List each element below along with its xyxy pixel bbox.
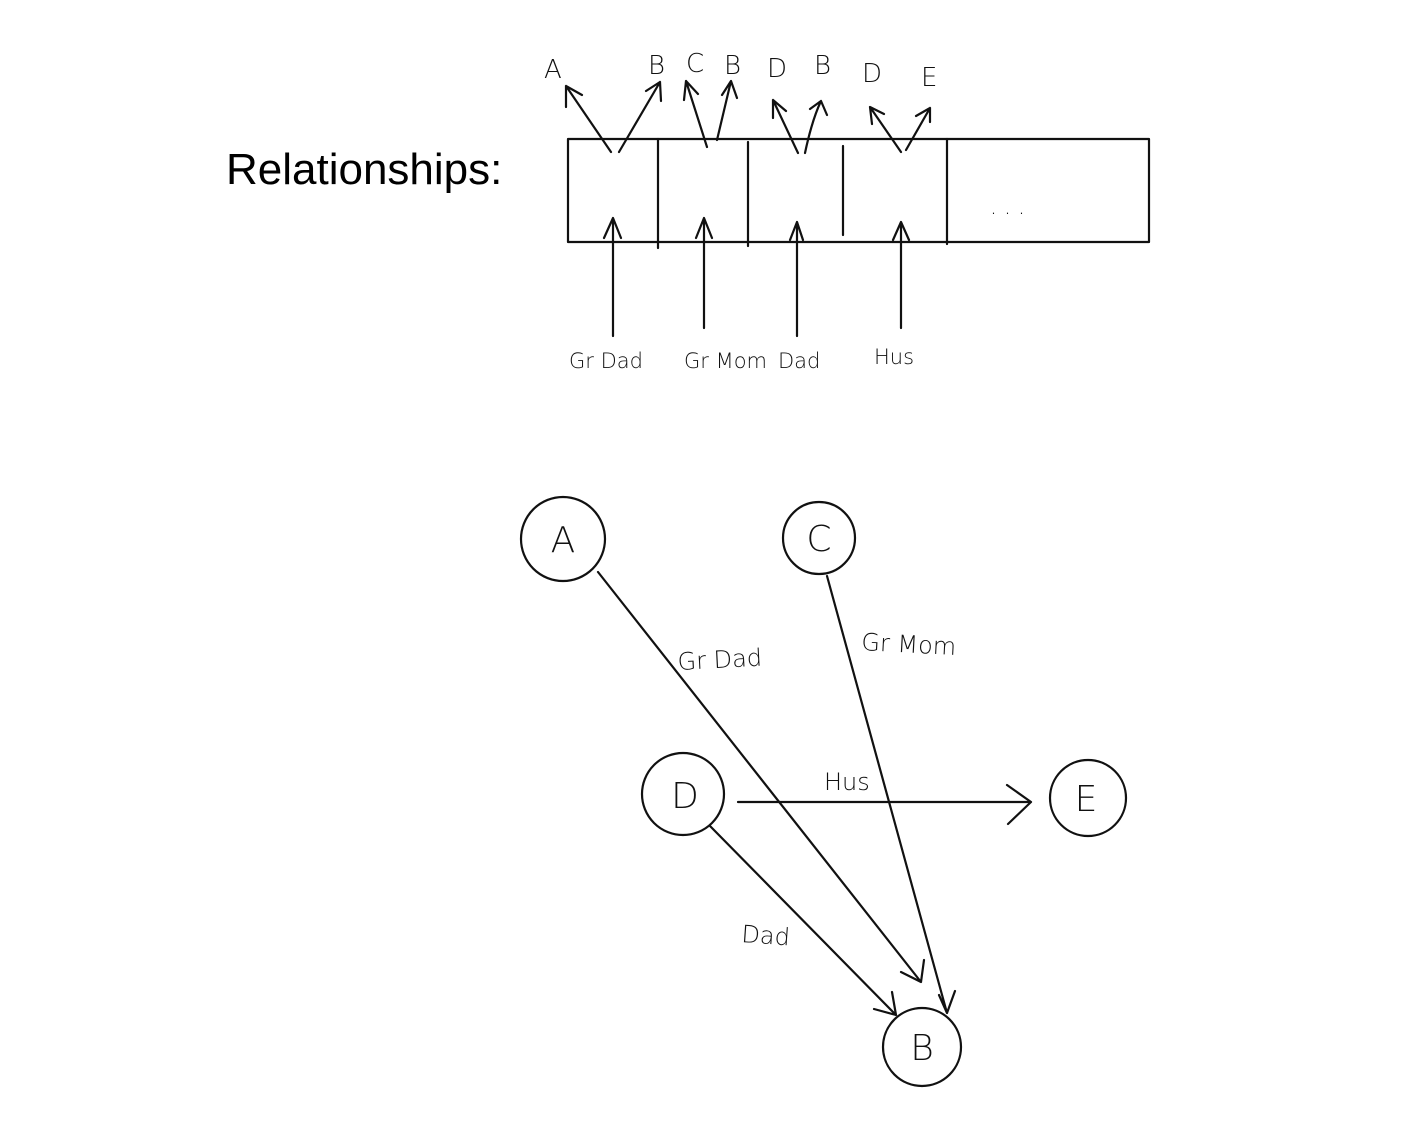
node-label: D — [671, 776, 699, 817]
cell-4-from-label: D — [862, 59, 882, 89]
node-label: C — [806, 519, 831, 560]
node-label: B — [910, 1028, 934, 1069]
node-c: C — [781, 500, 857, 576]
edge-d-b: Dad — [708, 824, 898, 1017]
edge-c-b: Gr Mom — [825, 574, 957, 1015]
node-a: A — [519, 495, 607, 583]
node-e: E — [1048, 758, 1128, 838]
arrow-from-relation — [891, 220, 911, 330]
arrow-to-to — [803, 99, 829, 155]
node-circle — [640, 751, 726, 837]
node-circle — [781, 500, 857, 576]
node-d: D — [640, 751, 726, 837]
cell-3-from-label: D — [767, 54, 787, 84]
cell-2-relation-label: Gr Mom — [684, 349, 767, 373]
arrow-to-to — [617, 80, 663, 154]
arrow-to-from — [564, 84, 613, 154]
cell-3-to-label: B — [814, 51, 831, 81]
arrow-to-to — [904, 106, 932, 152]
node-circle — [1048, 758, 1128, 838]
edge-d-e: Hus — [736, 768, 1033, 826]
arrow-to-to — [715, 79, 739, 142]
cell-2-to-label: B — [724, 51, 741, 81]
cell-1-to-label: B — [648, 51, 665, 81]
node-circle — [881, 1006, 963, 1088]
cell-1-relation-label: Gr Dad — [569, 349, 643, 373]
edge-label-dad: Dad — [741, 920, 791, 951]
cell-2-from-label: C — [686, 49, 704, 79]
array-cell-1: A B Gr Dad — [544, 51, 665, 373]
edge-arrow — [736, 783, 1033, 826]
cell-3-relation-label: Dad — [778, 349, 820, 373]
edge-label-gr-dad: Gr Dad — [677, 644, 763, 676]
array-cell-2: C B Gr Mom — [682, 49, 767, 373]
edge-arrow — [708, 824, 898, 1017]
edge-label-hus: Hus — [824, 768, 870, 796]
array-cell-4: D E Hus — [862, 59, 937, 369]
node-b: B — [881, 1006, 963, 1088]
arrow-to-from — [868, 105, 903, 154]
node-circle — [519, 495, 607, 583]
relationship-array — [566, 137, 1151, 244]
arrow-to-from — [682, 79, 709, 149]
title: Relationships: — [226, 145, 502, 194]
edge-label-gr-mom: Gr Mom — [861, 628, 957, 661]
arrow-from-relation — [602, 216, 623, 338]
arrow-from-relation — [694, 216, 714, 330]
cell-4-to-label: E — [921, 63, 937, 93]
edge-arrow — [825, 574, 957, 1015]
arrow-to-from — [771, 98, 800, 155]
node-label: A — [551, 520, 576, 561]
edge-a-b: Gr Dad — [596, 570, 926, 984]
array-ellipsis: . . . — [990, 195, 1025, 220]
cell-1-from-label: A — [544, 55, 562, 85]
cell-4-relation-label: Hus — [874, 345, 914, 369]
array-cell-3: D B Dad — [767, 51, 831, 373]
edge-arrow — [596, 570, 926, 984]
node-label: E — [1075, 779, 1098, 820]
arrow-from-relation — [788, 220, 805, 338]
